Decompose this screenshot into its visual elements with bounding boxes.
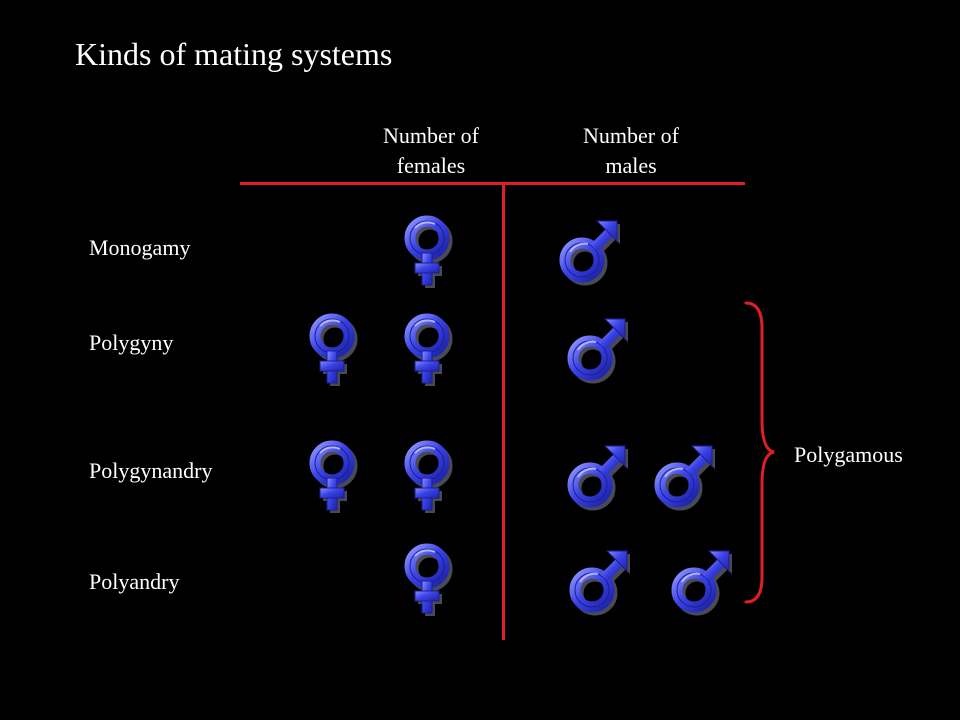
female-symbol-icon	[395, 310, 465, 390]
male-symbol-icon	[565, 542, 635, 622]
male-symbol-icon	[563, 310, 633, 390]
column-header-males-line1: Number of	[583, 123, 679, 148]
row-label-polyandry: Polyandry	[89, 569, 180, 594]
header-divider-line	[240, 182, 745, 185]
female-symbol-icon	[300, 310, 370, 390]
column-header-females-line2: females	[396, 153, 466, 178]
column-header-males-line2: males	[605, 153, 657, 178]
row-label-polygynandry: Polygynandry	[89, 458, 213, 483]
female-symbol-icon	[395, 212, 465, 292]
row-label-polygyny: Polygyny	[89, 330, 174, 355]
column-header-females-line1: Number of	[383, 123, 479, 148]
male-symbol-icon	[563, 437, 633, 517]
page-title: Kinds of mating systems	[75, 36, 393, 72]
female-symbol-icon	[300, 437, 370, 517]
female-symbol-icon	[395, 540, 465, 620]
female-symbol-icon	[395, 437, 465, 517]
male-symbol-icon	[650, 437, 720, 517]
column-header-females: Number of females	[351, 121, 511, 181]
polygamous-brace	[740, 300, 780, 605]
group-label-polygamous: Polygamous	[794, 442, 903, 467]
male-symbol-icon	[555, 212, 625, 292]
male-symbol-icon	[667, 542, 737, 622]
row-label-monogamy: Monogamy	[89, 235, 191, 260]
column-divider-line	[502, 184, 505, 640]
column-header-males: Number of males	[551, 121, 711, 181]
